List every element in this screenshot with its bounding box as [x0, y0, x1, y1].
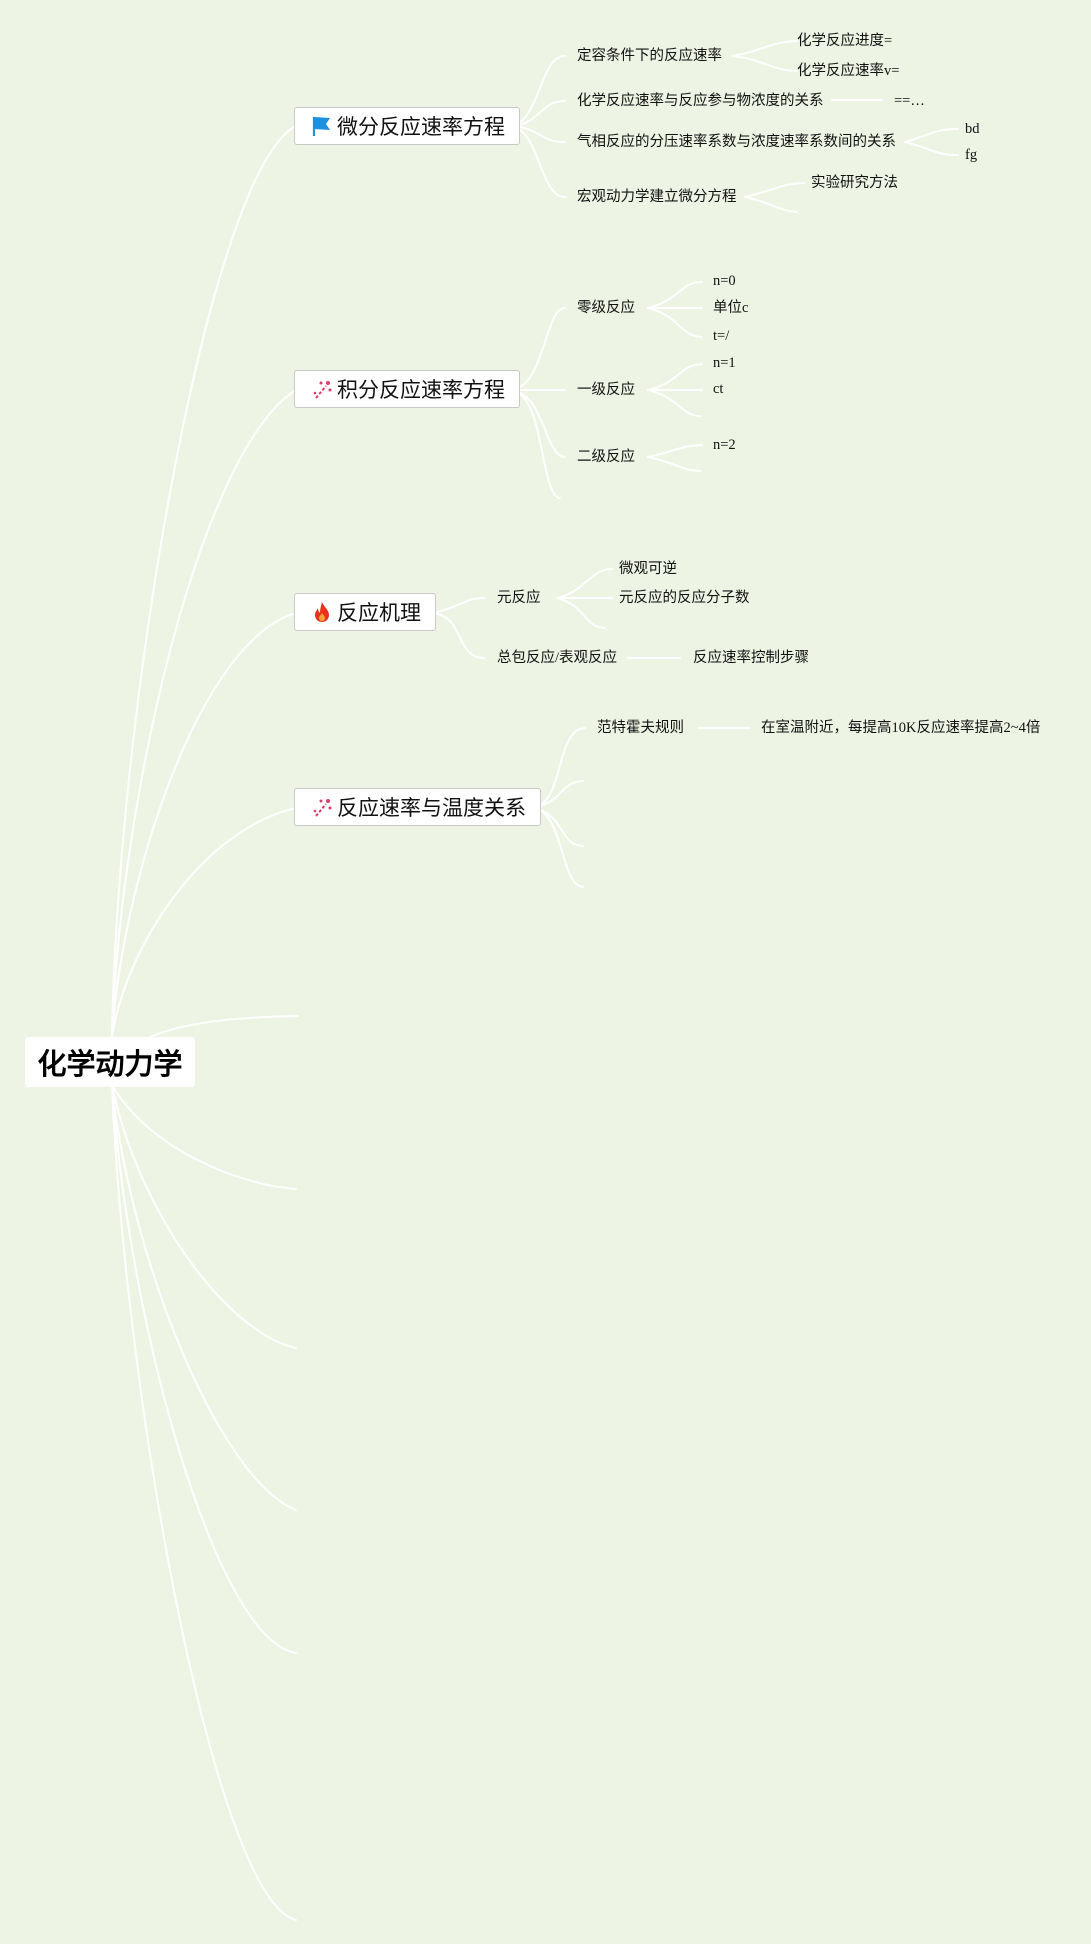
node-ct[interactable]: ct: [713, 381, 724, 397]
node-n0[interactable]: n=0: [713, 273, 736, 289]
branch-label: 反应机理: [337, 601, 421, 625]
node-reaction-extent[interactable]: 化学反应进度=: [797, 33, 893, 49]
node-vant-hoff-rule[interactable]: 范特霍夫规则: [597, 720, 684, 736]
fire-icon: [311, 601, 333, 623]
node-molecularity[interactable]: 元反应的反应分子数: [619, 590, 750, 606]
flag-icon: [311, 115, 333, 137]
node-rate-concentration-relation[interactable]: 化学反应速率与反应参与物浓度的关系: [577, 93, 824, 109]
node-zero-order-halflife[interactable]: t=/: [713, 328, 730, 344]
node-macro-kinetics[interactable]: 宏观动力学建立微分方程: [577, 189, 737, 205]
sparkle-icon: [311, 378, 333, 400]
root-topic[interactable]: 化学动力学: [25, 1037, 195, 1087]
node-n2[interactable]: n=2: [713, 437, 736, 453]
branch-label: 反应速率与温度关系: [337, 796, 526, 820]
node-constant-volume-rate[interactable]: 定容条件下的反应速率: [577, 48, 722, 64]
node-bd[interactable]: bd: [965, 121, 980, 137]
node-gas-phase-rate-coefficients[interactable]: 气相反应的分压速率系数与浓度速率系数间的关系: [577, 134, 896, 150]
node-zero-order[interactable]: 零级反应: [577, 300, 635, 316]
branch-differential-rate-equation[interactable]: 微分反应速率方程: [294, 107, 520, 145]
sparkle-icon: [311, 796, 333, 818]
node-experimental-method[interactable]: 实验研究方法: [811, 175, 898, 191]
node-zero-order-unit[interactable]: 单位c: [713, 300, 749, 316]
node-vant-hoff-detail[interactable]: 在室温附近，每提高10K反应速率提高2~4倍: [761, 720, 1041, 736]
node-overall-reaction[interactable]: 总包反应/表观反应: [497, 650, 618, 666]
node-second-order[interactable]: 二级反应: [577, 449, 635, 465]
node-rate-determining-step[interactable]: 反应速率控制步骤: [693, 650, 809, 666]
node-n1[interactable]: n=1: [713, 355, 736, 371]
branch-rate-temperature-relation[interactable]: 反应速率与温度关系: [294, 788, 541, 826]
node-microscopic-reversibility[interactable]: 微观可逆: [619, 561, 677, 577]
node-elementary-reaction[interactable]: 元反应: [497, 590, 541, 606]
node-rate-formula[interactable]: ==…: [894, 93, 925, 109]
node-reaction-rate-v[interactable]: 化学反应速率v=: [797, 63, 900, 79]
branch-reaction-mechanism[interactable]: 反应机理: [294, 593, 436, 631]
node-fg[interactable]: fg: [965, 147, 978, 163]
branch-integrated-rate-equation[interactable]: 积分反应速率方程: [294, 370, 520, 408]
branch-label: 积分反应速率方程: [337, 378, 505, 402]
node-first-order[interactable]: 一级反应: [577, 382, 635, 398]
branch-label: 微分反应速率方程: [337, 115, 505, 139]
